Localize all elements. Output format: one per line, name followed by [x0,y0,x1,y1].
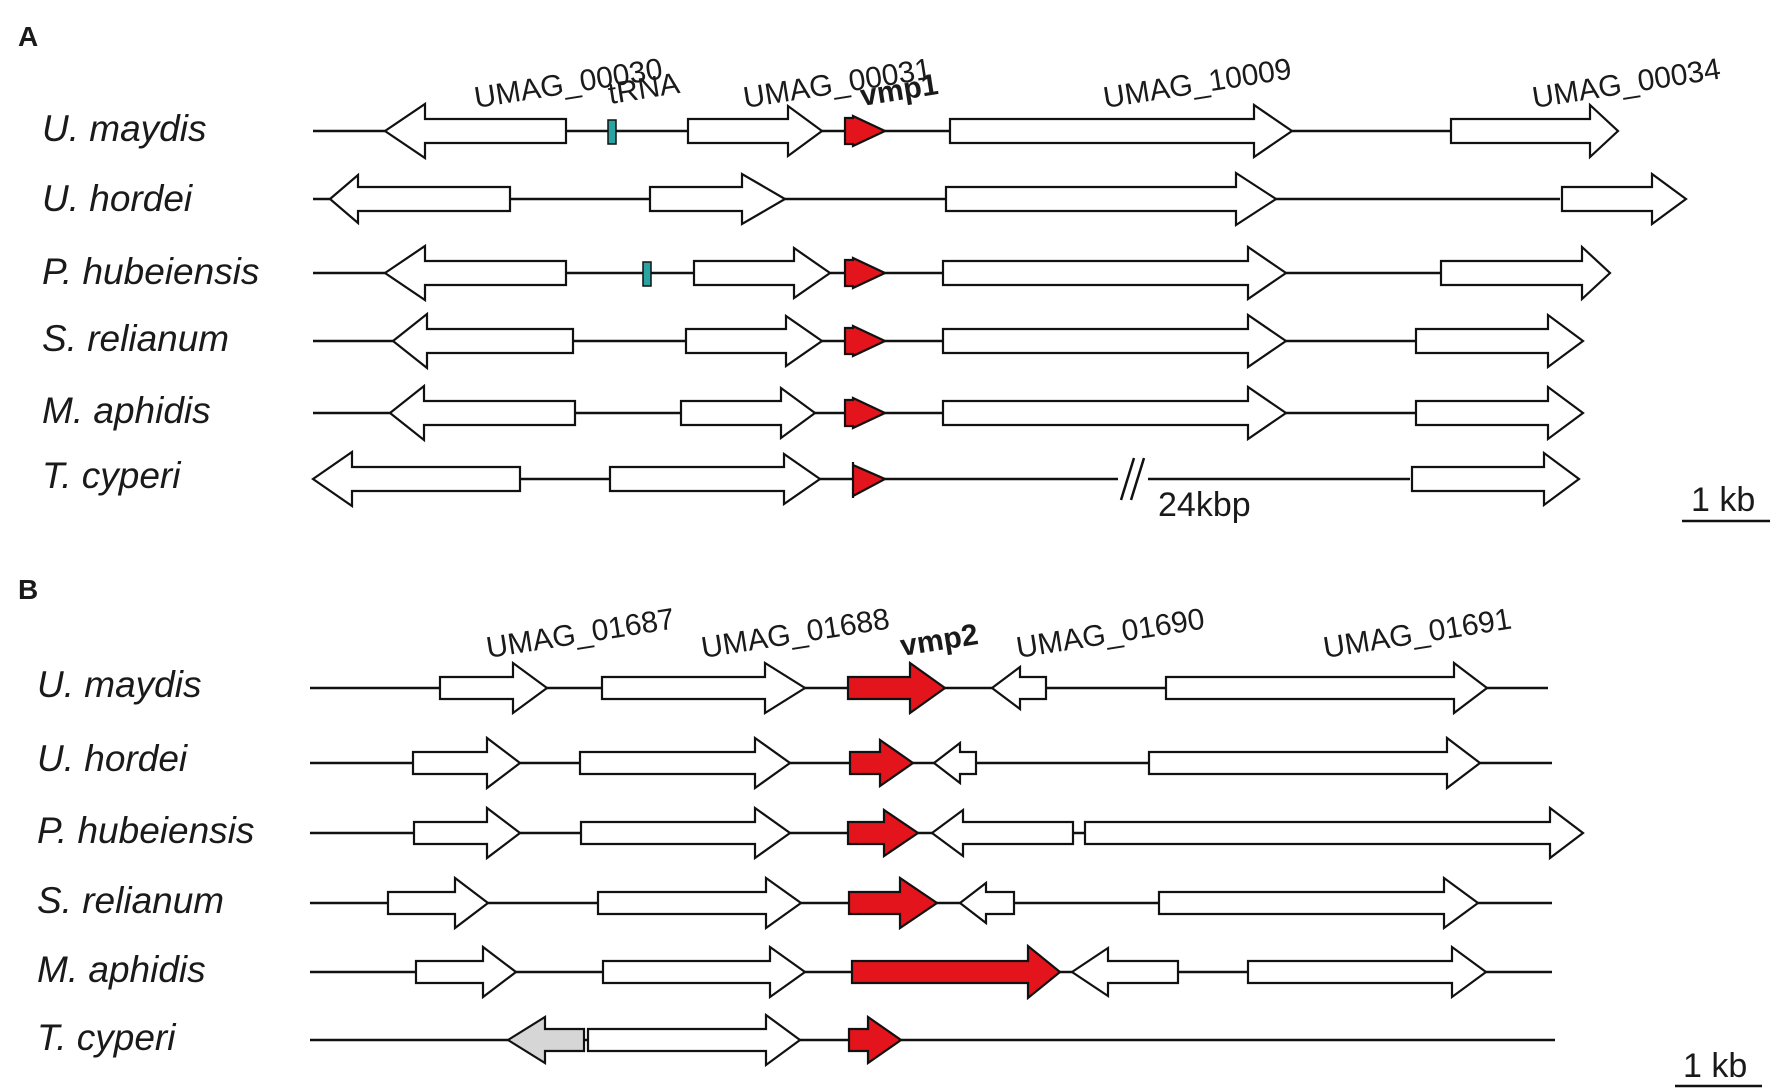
gene-arrow-icon [944,170,1279,228]
locus-row: 24kbp [311,449,1581,524]
gene-arrow-icon [608,451,822,507]
gene-arrow-icon [843,324,888,358]
gene-arrow-icon [311,449,522,509]
gene-label-vmp2: vmp2 [898,618,981,663]
gene-label-umag-00034: UMAG_00034 [1530,53,1723,115]
axis-break-icon [1118,457,1148,501]
gene-arrow-icon [383,243,568,303]
species-label: U. maydis [37,664,201,705]
gene-arrow-icon [941,312,1288,370]
gene-arrow-icon [850,943,1062,1001]
locus-row [313,101,1620,161]
gene-arrow-icon [686,103,824,159]
gene-arrow-icon [990,664,1048,712]
gene-label-umag-01688: UMAG_01688 [699,603,892,665]
gene-arrow-icon [847,1014,903,1066]
trna-marker-icon [607,119,617,145]
gene-arrow-icon [412,805,522,861]
species-label: M. aphidis [42,390,211,431]
gene-arrow-icon [843,114,888,148]
species-label: T. cyperi [37,1017,177,1058]
locus-row [313,311,1585,371]
gene-arrow-icon [1157,875,1480,931]
species-label: S. relianum [42,318,229,359]
gene-arrow-icon [1439,244,1612,302]
gene-arrow-icon [692,245,832,301]
gene-arrow-icon [596,875,803,931]
gene-arrow-icon [579,805,792,861]
species-label: T. cyperi [42,455,182,496]
gene-arrow-icon [679,385,817,441]
gene-arrow-icon [932,740,978,786]
gene-arrow-icon [847,875,939,931]
locus-row [310,805,1585,861]
gene-label-umag-01691: UMAG_01691 [1321,603,1514,665]
gene-arrow-icon [1164,660,1489,716]
gene-arrow-icon [1147,735,1482,791]
trna-marker-icon [642,261,652,287]
gene-arrow-icon [843,396,888,430]
gene-arrow-icon [586,1012,802,1068]
gene-arrow-icon [438,660,549,716]
gene-arrow-icon [600,661,808,715]
panel-a-label: A [18,21,38,52]
gene-arrow-icon [948,102,1294,160]
gene-arrow-icon [383,101,568,161]
gene-arrow-icon [505,1015,586,1065]
species-label: M. aphidis [37,949,206,990]
locus-row [313,170,1688,228]
locus-row [313,383,1585,443]
species-label: U. maydis [42,108,206,149]
gene-arrow-icon [578,735,792,791]
gap-size-label: 24kbp [1158,486,1251,524]
gene-arrow-icon [843,256,888,290]
species-label: U. hordei [42,178,194,219]
scale-bar-label: 1 kb [1691,481,1755,519]
scale-bar-label: 1 kb [1683,1047,1747,1085]
species-label: S. relianum [37,880,224,921]
gene-arrow-icon [1449,102,1620,160]
locus-row [310,735,1552,791]
locus-row [310,943,1552,1001]
species-label: P. hubeiensis [37,810,254,851]
gene-label-umag-01690: UMAG_01690 [1014,603,1207,665]
gene-label-umag-01687: UMAG_01687 [484,603,677,665]
gene-arrow-icon [601,944,807,1000]
gene-arrow-icon [388,383,577,443]
locus-row [310,660,1548,716]
gene-arrow-icon [941,384,1288,442]
gene-arrow-icon [958,880,1016,926]
gene-label-umag-10009: UMAG_10009 [1101,53,1294,115]
locus-row [313,243,1612,303]
gene-arrow-icon [846,807,920,859]
gene-arrow-icon [386,875,490,931]
gene-arrow-icon [930,807,1075,859]
gene-arrow-icon [1246,944,1488,1000]
panel-b: B UMAG_01687 UMAG_01688 vmp2 UMAG_01690 … [18,574,1762,1088]
gene-arrow-icon [411,735,522,791]
gene-arrow-icon [1070,945,1180,999]
gene-arrow-icon [684,313,824,369]
gene-arrow-icon [1414,312,1585,370]
gene-arrow-icon [1414,384,1585,442]
gene-arrow-icon [848,737,915,789]
gene-arrow-icon [851,462,888,498]
panel-b-label: B [18,574,38,605]
gene-arrow-icon [1560,171,1688,227]
gene-arrow-icon [1083,805,1585,861]
gene-arrow-icon [846,660,947,716]
gene-arrow-icon [941,244,1288,302]
locus-row [310,875,1552,931]
gene-arrow-icon [391,311,575,371]
gene-arrow-icon [328,172,512,226]
species-label: P. hubeiensis [42,251,259,292]
locus-row [310,1012,1555,1068]
panel-a: A UMAG_00030 tRNA UMAG_00031 vmp1 UMAG_1… [18,21,1770,524]
gene-arrow-icon [648,172,788,226]
gene-arrow-icon [414,944,518,1000]
species-label: U. hordei [37,738,189,779]
gene-arrow-icon [1410,450,1581,508]
